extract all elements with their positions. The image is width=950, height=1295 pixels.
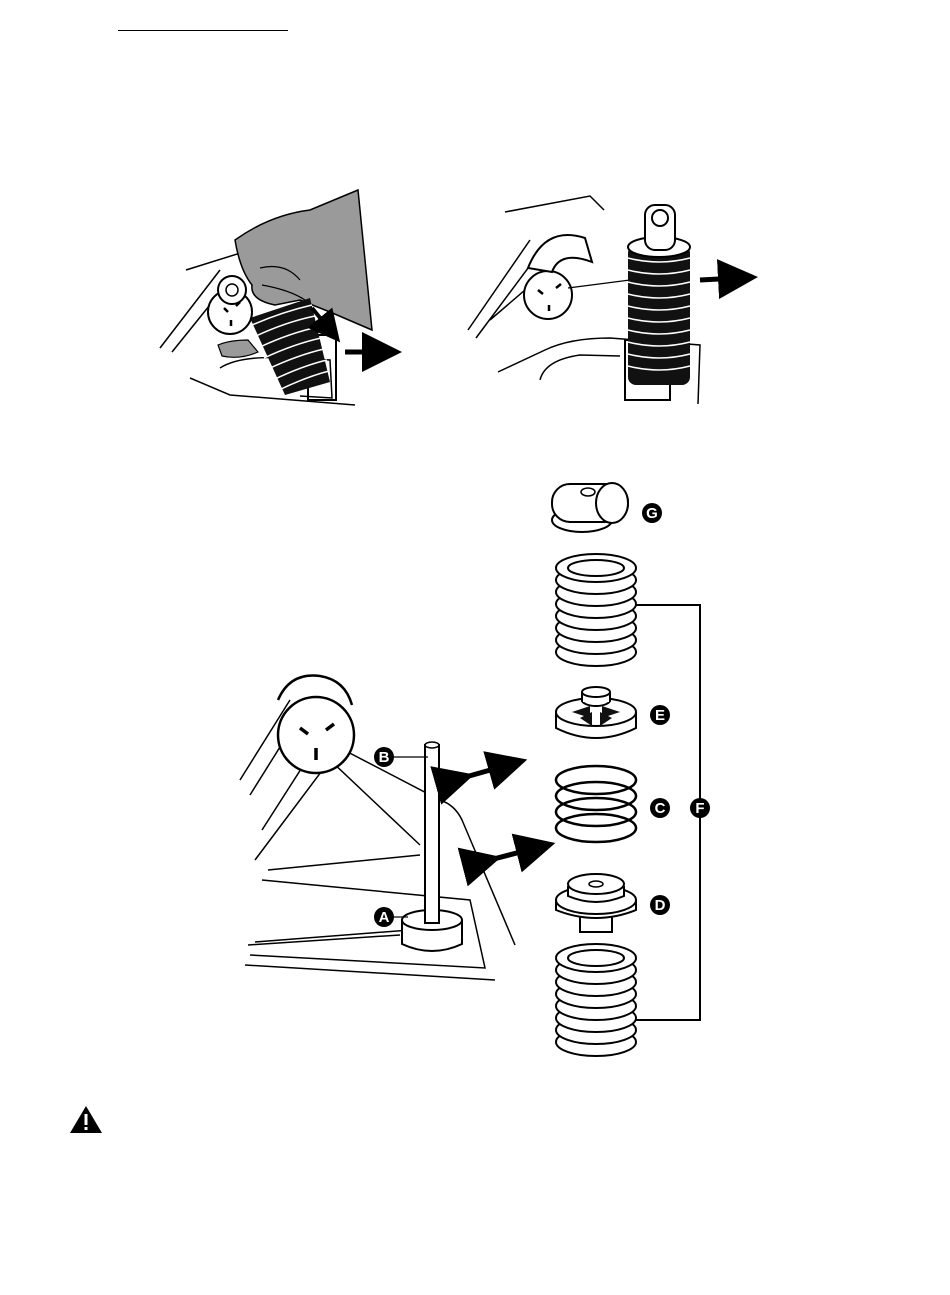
figure-exploded-view: A B C D E F G <box>240 483 710 1056</box>
svg-text:G: G <box>646 505 658 522</box>
warning-triangle-icon <box>70 1106 102 1133</box>
callout-d: D <box>650 895 670 915</box>
double-arrow-upper <box>455 765 508 780</box>
callout-c: C <box>650 798 670 818</box>
callout-f: F <box>690 798 710 818</box>
svg-text:C: C <box>655 800 666 817</box>
callout-a: A <box>374 907 394 927</box>
svg-text:F: F <box>695 800 704 817</box>
svg-text:B: B <box>379 749 390 766</box>
callout-e: E <box>650 705 670 725</box>
part-e-spring-seat <box>556 687 636 738</box>
figure-removal-step-1 <box>160 190 382 405</box>
part-c-short-spring <box>556 766 636 842</box>
svg-text:D: D <box>655 897 666 914</box>
callout-g: G <box>642 503 662 523</box>
shock-eyelet-2 <box>524 271 572 319</box>
pull-arrow-right-2 <box>700 278 738 280</box>
double-arrow-lower <box>482 848 536 862</box>
part-g-top-eye <box>552 483 628 532</box>
figure-removal-step-2 <box>468 196 738 404</box>
part-upper-spring <box>556 554 636 666</box>
spring-coils-2 <box>628 205 690 385</box>
svg-text:A: A <box>379 909 390 926</box>
svg-text:E: E <box>655 707 665 724</box>
callout-b: B <box>374 747 394 767</box>
part-lower-spring <box>556 944 636 1056</box>
shock-eyelet-3 <box>278 697 354 773</box>
part-d-spacer <box>556 874 636 932</box>
shock-shaft-b <box>425 745 439 923</box>
